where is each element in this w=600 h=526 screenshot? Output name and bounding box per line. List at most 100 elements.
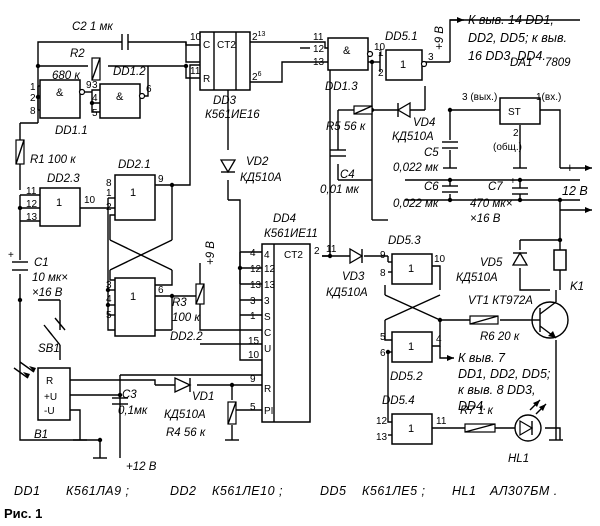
svg-text:4: 4 — [436, 334, 442, 345]
label-dd2-1: DD2.1 — [118, 159, 151, 171]
svg-text:×16 В: ×16 В — [470, 213, 501, 225]
note-mid-3: к выв. 8 DD3, — [458, 383, 535, 397]
resistor-r6: R6 20 к — [469, 315, 520, 343]
gate-dd2-3: 1 11 12 13 10 DD2.3 — [26, 173, 96, 227]
svg-text:КД510А: КД510А — [240, 172, 282, 184]
capacitor-c2: C2 1 мк — [72, 21, 145, 50]
label-dd5-1: DD5.1 — [385, 31, 418, 43]
note-mid-4: DD4. — [458, 399, 486, 413]
label-dd2-2: DD2.2 — [170, 331, 203, 343]
svg-text:680 к: 680 к — [52, 70, 80, 82]
svg-text:9: 9 — [158, 174, 164, 185]
svg-text:C4: C4 — [340, 169, 355, 181]
svg-text:3: 3 — [264, 296, 270, 307]
sensor-b1: R +U -U B1 — [13, 361, 71, 441]
svg-text:КД510А: КД510А — [326, 287, 368, 299]
svg-text:11: 11 — [436, 416, 447, 427]
svg-text:C7: C7 — [488, 181, 503, 193]
gate-dd1-3: & 11 12 13 10 DD1.3 — [313, 32, 386, 93]
svg-text:13: 13 — [264, 280, 276, 291]
svg-text:C5: C5 — [424, 147, 439, 159]
svg-text:6: 6 — [146, 84, 152, 95]
svg-text:DD5: DD5 — [320, 484, 347, 498]
svg-text:1: 1 — [30, 82, 36, 93]
label-dd3: DD3 — [213, 95, 237, 107]
svg-text:-U: -U — [44, 406, 55, 417]
label-dd2-3: DD2.3 — [47, 173, 80, 185]
svg-text:R4 56 к: R4 56 к — [166, 427, 206, 439]
svg-text:C2 1 мк: C2 1 мк — [72, 21, 113, 33]
svg-text:10: 10 — [434, 254, 446, 265]
chip-dd4: CT2 4 12 13 3 S C U R PI 4 12 13 3 1 15 … — [248, 213, 337, 423]
svg-text:&: & — [343, 45, 351, 57]
resistor-r7: R7 1 к — [460, 405, 496, 433]
svg-text:11: 11 — [26, 186, 37, 197]
svg-text:×16 В: ×16 В — [32, 287, 63, 299]
label-dd4: DD4 — [273, 213, 296, 225]
svg-text:R6 20 к: R6 20 к — [480, 331, 520, 343]
gate-dd5-3: 1 9 8 10 DD5.3 — [380, 235, 446, 285]
gate-dd2-2: 1 3 4 5 6 DD2.2 — [106, 277, 203, 343]
svg-text:26: 26 — [252, 71, 262, 83]
svg-text:8: 8 — [380, 268, 386, 279]
svg-text:K1: K1 — [570, 281, 584, 293]
svg-text:10: 10 — [84, 195, 96, 206]
chip-dd3: C CT2 R 10 11 213 26 DD3 К561ИЕ16 — [190, 31, 265, 121]
svg-text:SB1: SB1 — [38, 343, 60, 355]
svg-text:12: 12 — [376, 416, 388, 427]
diode-vd3: VD3 КД510А — [326, 247, 368, 299]
svg-text:0,022 мк: 0,022 мк — [393, 162, 439, 174]
svg-text:4: 4 — [92, 93, 98, 104]
svg-text:12: 12 — [313, 44, 325, 55]
resistor-r3: R3 100 к — [172, 283, 205, 324]
gate-dd1-2: & 3 4 5 6 DD1.2 — [92, 66, 152, 119]
led-hl1: HL1 — [508, 399, 547, 465]
diode-vd2: VD2 КД510А — [219, 156, 282, 184]
label-dd3-type: К561ИЕ16 — [205, 109, 260, 121]
svg-text:4: 4 — [250, 248, 256, 259]
label-dd5-4: DD5.4 — [382, 395, 415, 407]
svg-text:CT2: CT2 — [217, 40, 236, 51]
svg-text:13: 13 — [26, 212, 38, 223]
svg-text:VT1 КТ972А: VT1 КТ972А — [468, 295, 533, 307]
wires — [19, 19, 580, 458]
figure-caption: Рис. 1 — [4, 506, 42, 521]
svg-text:10: 10 — [190, 32, 202, 43]
svg-text:6: 6 — [380, 348, 386, 359]
svg-text:КД510А: КД510А — [392, 131, 434, 143]
label-dd5-3: DD5.3 — [388, 235, 421, 247]
note-top-2: DD2, DD5; к выв. — [468, 31, 567, 45]
gate-dd5-4: 1 12 13 11 DD5.4 — [376, 395, 447, 445]
svg-text:C6: C6 — [424, 181, 439, 193]
svg-text:CT2: CT2 — [284, 250, 303, 261]
capacitor-c1: + C1 10 мк× ×16 В — [8, 250, 68, 299]
diode-vd4: VD4 КД510А — [392, 101, 435, 143]
svg-text:+: + — [510, 176, 516, 187]
svg-text:S: S — [264, 312, 271, 323]
svg-text:13: 13 — [250, 280, 262, 291]
svg-text:VD3: VD3 — [342, 271, 365, 283]
svg-text:1: 1 — [56, 197, 62, 209]
svg-text:R: R — [264, 384, 271, 395]
svg-text:12 В: 12 В — [562, 184, 588, 198]
svg-text:1: 1 — [408, 423, 414, 435]
svg-text:12: 12 — [264, 264, 276, 275]
svg-text:0,022 мк: 0,022 мк — [393, 198, 439, 210]
svg-text:100 к: 100 к — [172, 312, 200, 324]
svg-text:К561ЛЕ5 ;: К561ЛЕ5 ; — [362, 484, 426, 498]
svg-text:11: 11 — [313, 32, 324, 43]
label-dd1-2: DD1.2 — [113, 66, 146, 78]
gate-dd1-1: & 1 2 8 9 DD1.1 — [30, 79, 92, 137]
svg-text:12: 12 — [26, 199, 38, 210]
svg-text:R3: R3 — [172, 297, 187, 309]
svg-text:КД510А: КД510А — [164, 409, 206, 421]
svg-text:VD2: VD2 — [246, 156, 269, 168]
svg-text:VD1: VD1 — [192, 391, 214, 403]
svg-text:10 мк×: 10 мк× — [32, 272, 68, 284]
svg-text:R: R — [203, 74, 210, 85]
svg-text:B1: B1 — [34, 429, 48, 441]
svg-text:R: R — [46, 376, 53, 387]
note-mid-1: К выв. 7 — [458, 351, 506, 365]
svg-text:213: 213 — [252, 31, 265, 43]
